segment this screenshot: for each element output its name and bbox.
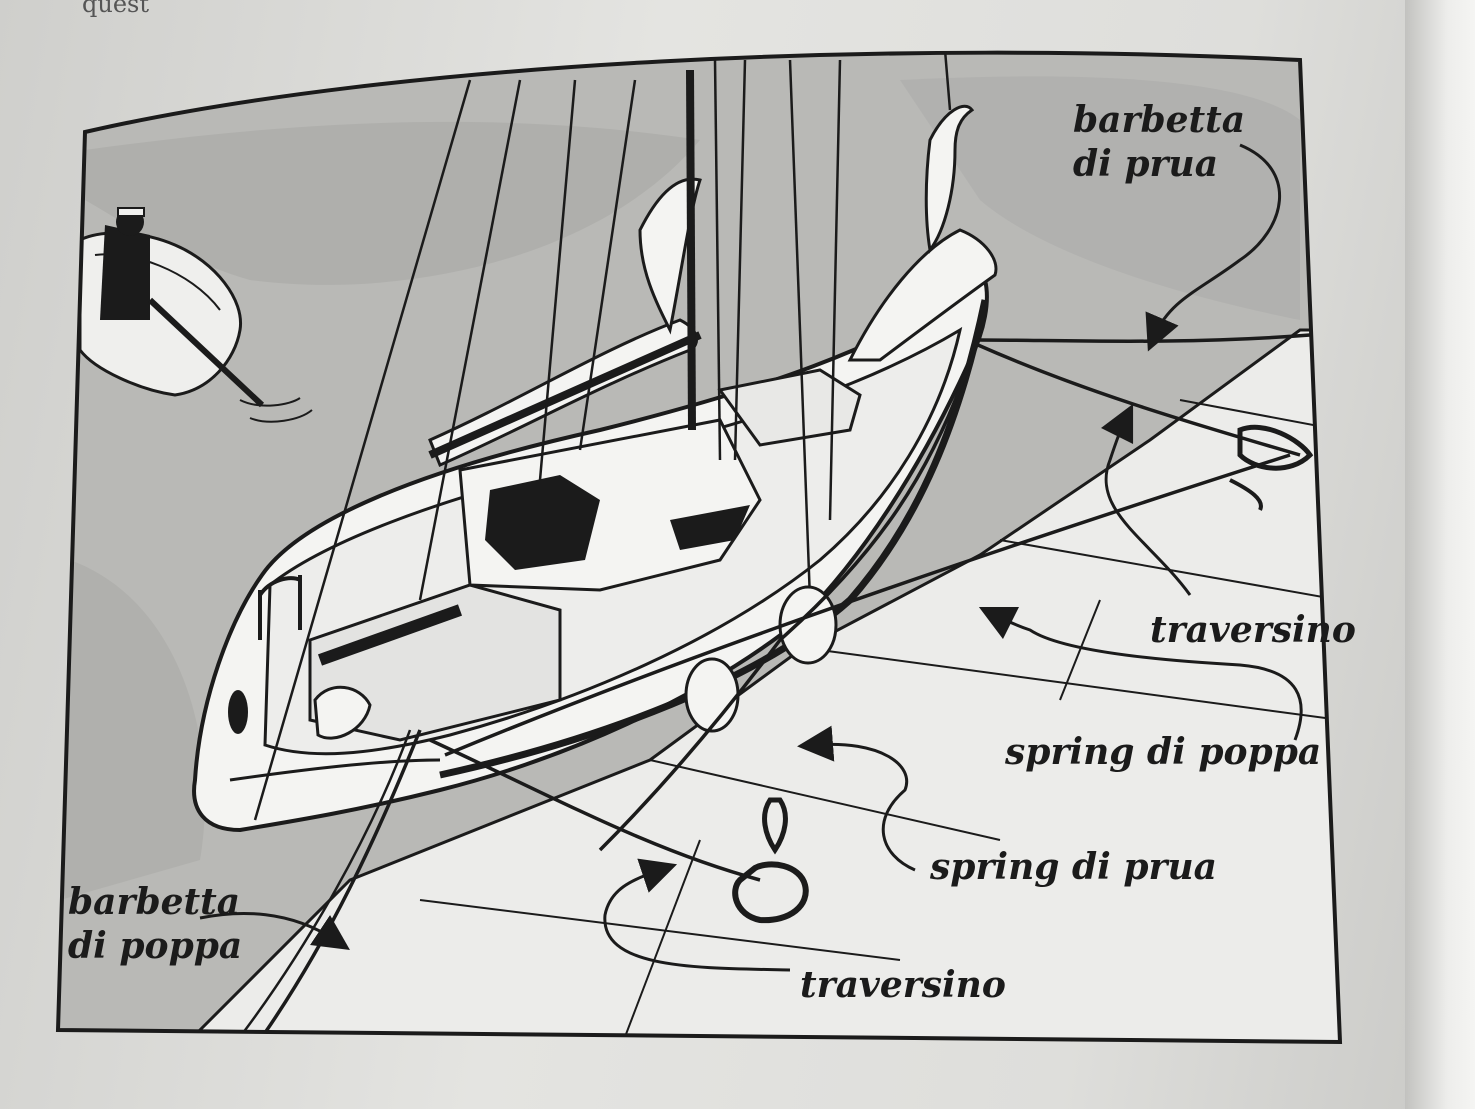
picture-frame bbox=[55, 50, 1343, 1045]
label-spring-di-poppa: spring di poppa bbox=[1005, 731, 1322, 773]
companionway bbox=[485, 475, 600, 570]
cut-off-header-text: quest bbox=[82, 0, 149, 18]
arrow-barbetta-di-poppa bbox=[199, 912, 350, 950]
label-traversino-bow: traversino bbox=[1150, 609, 1356, 651]
arrow-traversino-stern bbox=[603, 858, 791, 972]
stern-line bbox=[258, 729, 422, 1042]
bow-line bbox=[977, 333, 1311, 343]
sailboat bbox=[192, 52, 998, 833]
rigging bbox=[253, 52, 952, 821]
label-spring-di-prua: spring di prua bbox=[930, 846, 1217, 888]
bow-spring-line bbox=[598, 359, 972, 852]
annotation-arrows bbox=[199, 143, 1303, 972]
mooring-lines bbox=[229, 333, 1311, 1042]
bollard-ring-stern bbox=[732, 797, 809, 924]
label-line: di prua bbox=[1073, 143, 1219, 185]
mast bbox=[686, 69, 696, 431]
label-line: barbetta bbox=[1073, 99, 1246, 141]
bow-breast-line bbox=[977, 343, 1301, 457]
furled-jib bbox=[847, 228, 998, 362]
label-line: di poppa bbox=[68, 925, 243, 967]
stern-spring-line bbox=[444, 453, 1291, 757]
arrow-spring-di-prua bbox=[797, 725, 916, 872]
boom bbox=[428, 331, 702, 459]
bollard-ring-bow bbox=[1229, 424, 1314, 511]
label-barbetta-di-poppa: barbetta di poppa bbox=[68, 880, 242, 968]
fender bbox=[684, 657, 740, 733]
label-traversino-stern: traversino bbox=[800, 964, 1006, 1006]
arrow-spring-di-poppa bbox=[978, 606, 1303, 741]
arrow-barbetta-di-prua bbox=[1145, 143, 1281, 352]
cabin-window bbox=[670, 505, 750, 550]
label-line: barbetta bbox=[68, 881, 241, 923]
dinghy bbox=[78, 207, 313, 423]
stern-breast-line bbox=[429, 738, 761, 882]
arrow-traversino-bow bbox=[1100, 403, 1192, 596]
label-barbetta-di-prua: barbetta di prua bbox=[1073, 98, 1245, 186]
oar bbox=[147, 297, 265, 408]
page-edge bbox=[1405, 0, 1475, 1109]
